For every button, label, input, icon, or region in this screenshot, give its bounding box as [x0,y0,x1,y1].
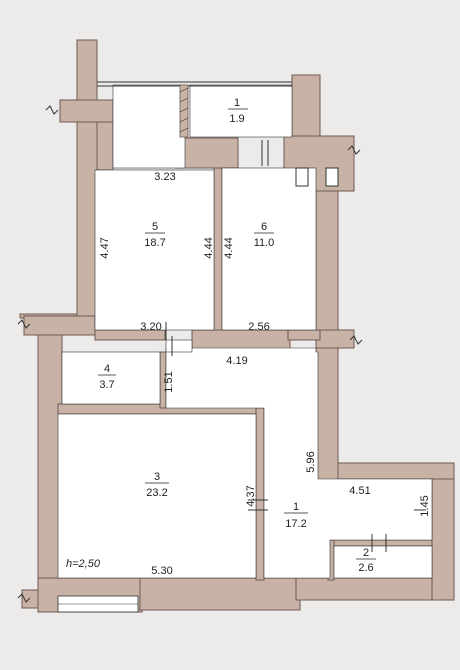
corridor-floor [165,339,193,353]
room-4-area: 3.7 [99,379,114,391]
room-4-floor [61,351,161,405]
vent-shaft-left [295,167,309,187]
balcony-floor-left [112,84,186,169]
room-1-number: 1 [293,501,299,513]
dim-1-45: 1.45 [419,495,431,516]
right-notch-wall [315,329,355,349]
room-balcony-area: 1.9 [229,113,244,125]
room-6-number: 6 [261,221,267,233]
bottom-wall-far [295,577,455,601]
balcony-railing [97,81,292,87]
room-balcony-number: 1 [234,97,240,109]
vent-shafts [295,167,339,187]
dim-3-23: 3.23 [154,171,175,183]
partition-5-6 [213,167,223,332]
room-floors [57,84,433,579]
dim-5-96: 5.96 [305,451,317,472]
room-5-number: 5 [152,221,158,233]
balcony-floor [189,84,293,138]
room-1-floor [165,347,433,579]
vent-shaft-right [325,167,339,187]
balcony-divider-block [175,137,239,169]
bottom-wall-right [139,577,301,611]
left-mid-link [23,315,96,336]
dim-4-37: 4.37 [245,485,257,506]
break-marks [17,105,363,603]
window-bottom [57,595,139,613]
balcony-hatch [179,84,189,138]
room-5-floor [94,169,215,331]
room2-top-wall [329,539,433,547]
dimension-labels: 3.23 4.47 4.44 4.44 3.20 2.56 4.19 1.51 … [66,171,431,577]
door-marks [165,140,426,552]
dim-5-30: 5.30 [151,565,172,577]
room-3-area: 23.2 [146,487,167,499]
dim-4-47: 4.47 [99,237,111,258]
room-3-number: 3 [154,471,160,483]
room-1-area: 17.2 [285,518,306,530]
room-2-number: 2 [363,547,369,559]
ceiling-height: h=2,50 [66,558,101,570]
dim-1-51: 1.51 [163,371,175,392]
room-3-floor [57,413,257,579]
left-bump [59,99,114,123]
dim-4-51: 4.51 [349,485,370,497]
room-2-area: 2.6 [358,562,373,574]
right-lower-wall [431,473,455,601]
dim-3-20: 3.20 [140,321,161,333]
left-pier [76,39,98,321]
dim-2-56: 2.56 [248,321,269,333]
dim-4-44-left: 4.44 [203,237,215,258]
room-5-area: 18.7 [144,237,165,249]
room-labels: 1 1.9 5 18.7 6 11.0 4 3.7 3 23.2 1 17.2 … [98,97,376,574]
dim-4-44-right: 4.44 [223,237,235,258]
partition-3-1 [255,407,265,581]
room-6-floor [221,167,317,331]
wall-under-6-right [287,329,321,341]
room-6-area: 11.0 [254,237,275,249]
room-4-number: 4 [104,363,110,375]
room-2-floor [333,545,433,579]
dim-4-19: 4.19 [226,355,247,367]
